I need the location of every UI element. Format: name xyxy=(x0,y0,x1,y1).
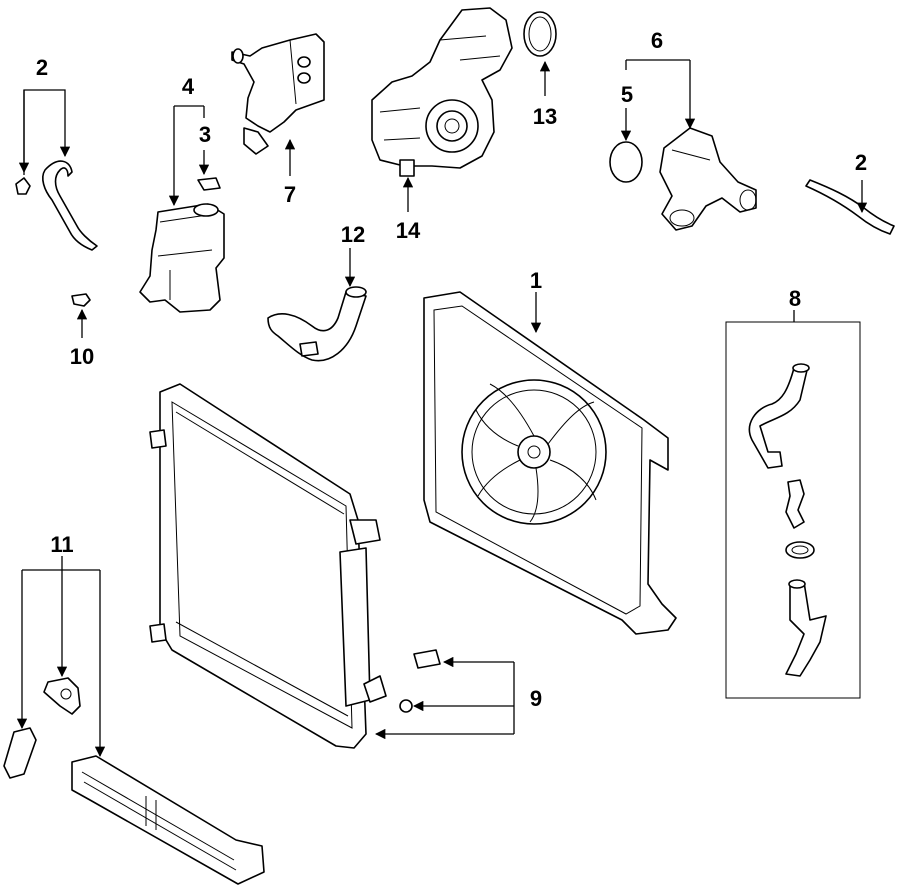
part-2-hose-right xyxy=(805,179,895,235)
part-2-hose-left xyxy=(15,160,98,251)
callout-14: 14 xyxy=(396,218,421,243)
callout-11: 11 xyxy=(50,532,73,557)
callout-11-leader xyxy=(16,556,106,758)
callout-10: 10 xyxy=(70,344,94,369)
callout-1: 1 xyxy=(530,268,542,293)
part-8-connector xyxy=(785,479,805,529)
callout-13: 13 xyxy=(533,104,557,129)
part-10-cap xyxy=(71,293,91,307)
callout-9-leader xyxy=(374,656,515,740)
part-8-hose-lower xyxy=(785,579,827,677)
callout-12: 12 xyxy=(341,222,365,247)
part-8-clamp xyxy=(785,541,815,559)
callout-4: 4 xyxy=(182,74,195,99)
part-1-fan-shroud xyxy=(423,291,677,635)
callout-2a-leader xyxy=(18,89,71,175)
callout-7: 7 xyxy=(284,182,296,207)
callout-8: 8 xyxy=(789,286,801,311)
part-14-pump-housing xyxy=(371,7,513,177)
callout-5-6-leader xyxy=(620,59,696,142)
part-11-shutter-grille xyxy=(71,755,265,885)
callout-5: 5 xyxy=(621,82,633,107)
callout-4-3-leader xyxy=(168,105,210,207)
part-12-hose xyxy=(267,286,367,362)
callout-3: 3 xyxy=(199,122,211,147)
part-13-gasket xyxy=(523,11,557,57)
part-4-reservoir-tank xyxy=(139,177,225,313)
callout-9: 9 xyxy=(530,686,542,711)
part-8-hose-upper xyxy=(748,363,810,469)
part-7-outlet xyxy=(231,33,325,155)
part-8-kit-box xyxy=(725,321,861,699)
part-5-o-ring xyxy=(609,141,643,183)
part-radiator xyxy=(149,383,387,749)
part-9-drain-cock xyxy=(399,649,441,713)
callout-2b: 2 xyxy=(855,150,867,175)
part-6-thermostat-housing xyxy=(659,127,757,231)
callout-6: 6 xyxy=(651,28,663,53)
part-11-sensor xyxy=(3,727,37,779)
part-11-actuator xyxy=(43,677,81,715)
callout-2a: 2 xyxy=(36,55,48,80)
